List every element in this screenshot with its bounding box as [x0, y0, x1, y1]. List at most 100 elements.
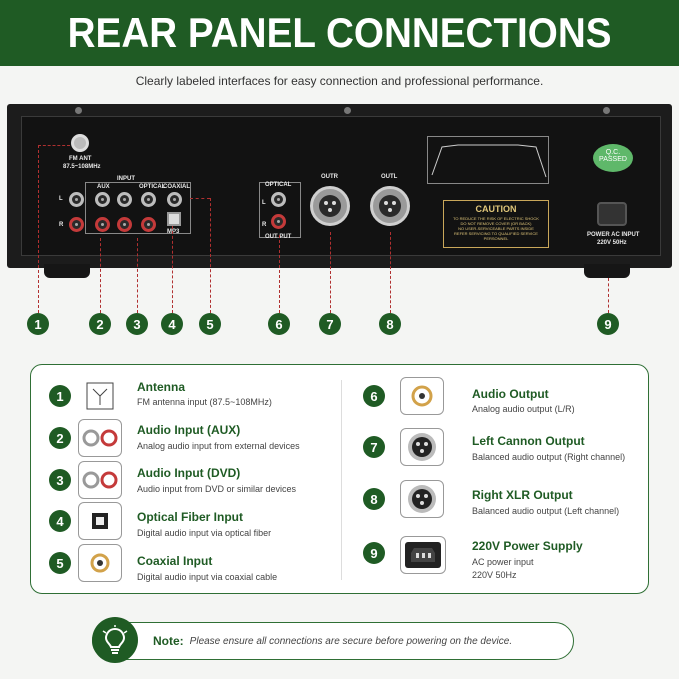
- amplifier-rear-panel: FM ANT 87.5~108MHz INPUT AUX OPTICAL COA…: [7, 104, 672, 268]
- device-foot: [44, 264, 90, 278]
- coaxial-label: COAXIAL: [163, 184, 190, 190]
- legend-number: 2: [49, 427, 71, 449]
- xlr-icon: [400, 428, 444, 466]
- xlr-outr-connector: [310, 186, 350, 226]
- callout-6: 6: [268, 313, 290, 335]
- legend-title: Optical Fiber Input: [137, 510, 244, 524]
- callout-5: 5: [199, 313, 221, 335]
- callout-line: [172, 226, 173, 313]
- note-text: Please ensure all connections are secure…: [189, 635, 513, 647]
- legend-title: Antenna: [137, 380, 185, 394]
- page-title: REAR PANEL CONNECTIONS: [67, 9, 612, 56]
- input-group-frame: [85, 182, 191, 234]
- panel-face: [21, 116, 661, 256]
- qc-label: Q.C.: [605, 149, 621, 156]
- rca-jack-red: [69, 217, 84, 232]
- legend-number: 8: [363, 488, 385, 510]
- legend-desc: Analog audio output (L/R): [472, 404, 575, 414]
- outr-label: OUTR: [321, 174, 338, 180]
- dvd-rca-jack-white: [117, 192, 132, 207]
- coaxial-jack: [167, 192, 182, 207]
- dvd-rca-jack-red: [117, 217, 132, 232]
- legend-desc: FM antenna input (87.5~108MHz): [137, 397, 272, 407]
- rca-jack-white: [69, 192, 84, 207]
- power-socket-icon: [400, 536, 446, 574]
- title-banner: REAR PANEL CONNECTIONS: [0, 0, 679, 66]
- xlr-icon: [400, 480, 444, 518]
- legend-divider: [341, 380, 342, 580]
- aux-rca-jack-white: [95, 192, 110, 207]
- legend-number: 6: [363, 385, 385, 407]
- lightbulb-icon: [92, 617, 138, 663]
- note-label: Note:: [153, 634, 184, 648]
- callout-line: [330, 232, 331, 313]
- out-l-label: L: [262, 200, 266, 206]
- callout-line: [38, 145, 39, 313]
- power-socket: [597, 202, 627, 226]
- frequency-response-graph: [427, 136, 549, 184]
- screw: [75, 107, 82, 114]
- aux-rca-jack-red: [95, 217, 110, 232]
- optical-rca-jack-red: [141, 217, 156, 232]
- caution-line: TO REDUCE THE RISK OF ELECTRIC SHOCK: [453, 216, 539, 221]
- legend-desc: AC power input: [472, 557, 534, 567]
- outl-label: OUTL: [381, 174, 398, 180]
- callout-line: [190, 198, 210, 199]
- legend-number: 9: [363, 542, 385, 564]
- voltage-label: 220V 50Hz: [597, 240, 627, 246]
- fm-range-label: 87.5~108MHz: [63, 164, 101, 170]
- qc-passed-sticker: Q.C. PASSED: [593, 144, 633, 172]
- legend-number: 4: [49, 510, 71, 532]
- callout-2: 2: [89, 313, 111, 335]
- mp3-label: MP3: [167, 229, 180, 235]
- legend-desc: Digital audio input via optical fiber: [137, 528, 272, 538]
- output-group-frame: [259, 182, 301, 238]
- legend-number: 5: [49, 552, 71, 574]
- optical-out-label: OPTICAL: [265, 182, 292, 188]
- caution-title: CAUTION: [475, 204, 517, 214]
- note-bar: Note: Please ensure all connections are …: [92, 622, 574, 660]
- callout-line: [210, 198, 211, 313]
- page-subtitle: Clearly labeled interfaces for easy conn…: [135, 74, 544, 88]
- out-r-label: R: [262, 222, 267, 228]
- callout-line: [390, 232, 391, 313]
- legend-number: 3: [49, 469, 71, 491]
- legend-number: 7: [363, 436, 385, 458]
- xlr-outl-connector: [370, 186, 410, 226]
- caution-line: NO USER-SERVICEABLE PARTS INSIDE: [458, 226, 534, 231]
- callout-line: [100, 238, 101, 313]
- fm-ant-label: FM ANT: [69, 156, 92, 162]
- legend-desc: Audio input from DVD or similar devices: [137, 484, 297, 494]
- coaxial-port-icon: [78, 544, 122, 582]
- callout-line: [608, 278, 609, 313]
- callout-line: [279, 235, 280, 313]
- legend-number: 1: [49, 385, 71, 407]
- callout-1: 1: [27, 313, 49, 335]
- power-label: POWER AC INPUT: [587, 232, 640, 238]
- rca-output-icon: [400, 377, 444, 415]
- right-channel-label: R: [59, 222, 64, 228]
- legend-desc-2: 220V 50Hz: [472, 570, 517, 580]
- legend-desc: Balanced audio output (Left channel): [472, 506, 620, 516]
- out-put-label: OUT PUT: [265, 234, 292, 240]
- optical-rca-jack: [141, 192, 156, 207]
- legend-title: Audio Input (DVD): [137, 466, 241, 480]
- caution-label: CAUTION TO REDUCE THE RISK OF ELECTRIC S…: [443, 200, 549, 248]
- callout-line: [137, 238, 138, 313]
- fm-antenna-jack: [71, 134, 89, 152]
- device-foot: [584, 264, 630, 278]
- rca-pair-icon: [78, 419, 122, 457]
- caution-line: DO NOT REMOVE COVER (OR BACK): [460, 221, 532, 226]
- optical-port: [167, 212, 181, 226]
- callout-8: 8: [379, 313, 401, 335]
- aux-label: AUX: [97, 184, 110, 190]
- legend-card: [30, 364, 649, 594]
- optical-in-label: OPTICAL: [139, 184, 166, 190]
- rca-pair-icon: [78, 461, 122, 499]
- graph-curve: [431, 144, 547, 178]
- legend-desc: Analog audio input from external devices: [137, 441, 300, 451]
- legend-title: Coaxial Input: [137, 554, 213, 568]
- screw: [603, 107, 610, 114]
- legend-title: Audio Output: [472, 387, 549, 401]
- legend-desc: Digital audio input via coaxial cable: [137, 572, 278, 582]
